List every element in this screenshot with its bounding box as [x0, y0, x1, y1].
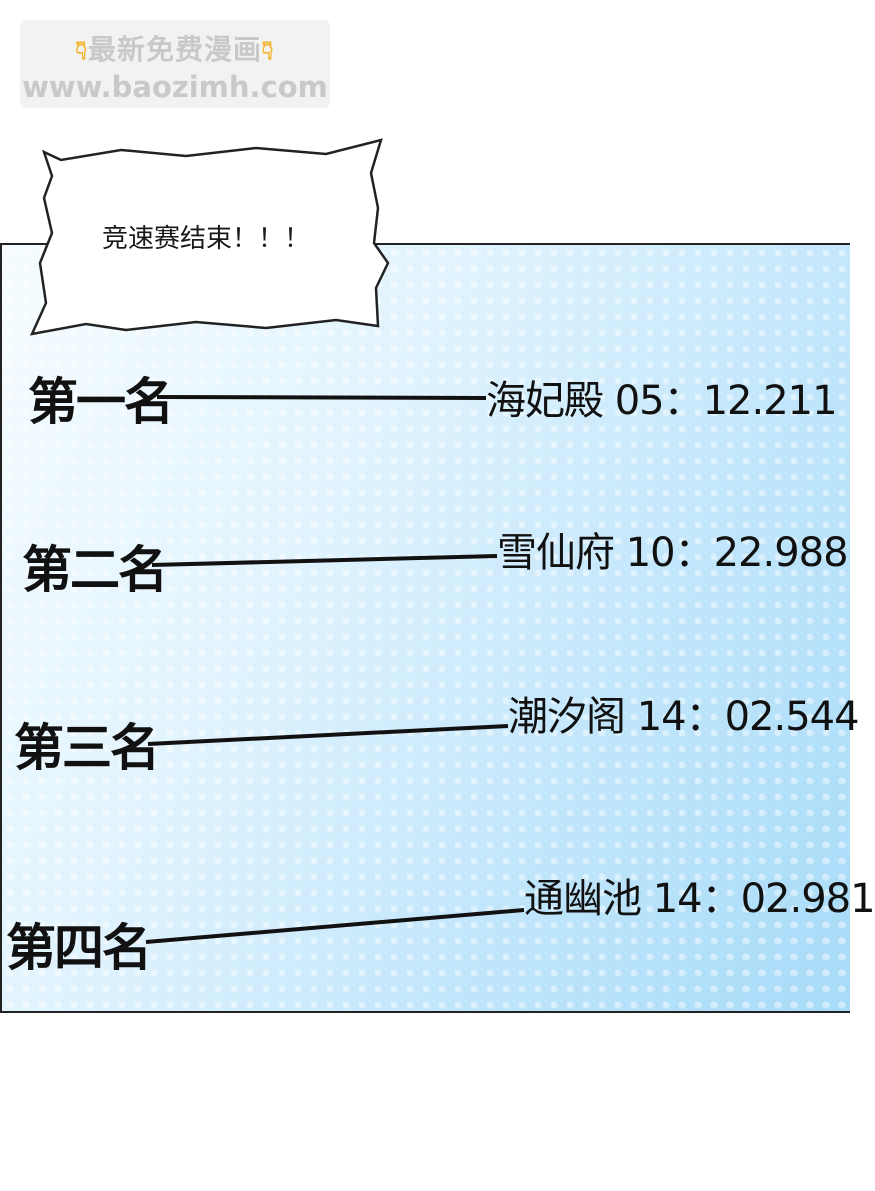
watermark-title: 最新免费漫画 [87, 33, 262, 66]
leader-line-2 [151, 554, 498, 567]
rank-2-result-wrap: 雪仙府 10：22.988 [497, 520, 849, 578]
rank-1-result-wrap: 海妃殿 05：12.211 [486, 368, 838, 426]
rank-3-label: 第三名 [14, 719, 160, 777]
rank-1-label-wrap: 第一名 [28, 362, 174, 434]
speech-bubble-shape [29, 138, 390, 336]
watermark: 👇︎最新免费漫画👇︎ www.baozimh.com [20, 20, 330, 108]
rank-4-label: 第四名 [6, 919, 152, 977]
speech-bubble-text: 竞速赛结束！！！ [101, 224, 310, 254]
rank-2-result: 雪仙府 10：22.988 [497, 530, 849, 576]
rank-4-label-wrap: 第四名 [6, 908, 152, 980]
watermark-title-row: 👇︎最新免费漫画👇︎ [20, 32, 330, 69]
rank-1-result: 海妃殿 05：12.211 [486, 378, 838, 424]
rank-3-result: 潮汐阁 14：02.544 [508, 694, 860, 740]
results-panel [0, 243, 850, 1013]
leader-lines [145, 395, 525, 944]
pointing-down-hand-icon: 👇︎ [75, 36, 88, 66]
rank-2-label-wrap: 第二名 [22, 530, 168, 602]
pointing-down-hand-icon: 👇︎ [262, 36, 275, 66]
rank-3-result-wrap: 潮汐阁 14：02.544 [508, 684, 860, 742]
rank-2-label: 第二名 [22, 541, 168, 599]
rank-3-label-wrap: 第三名 [14, 708, 160, 780]
leader-line-3 [147, 724, 509, 746]
speech-bubble: 竞速赛结束！！！ [26, 138, 394, 338]
leader-line-1 [156, 395, 487, 400]
rank-4-result-wrap: 通幽池 14：02.981 [524, 866, 875, 924]
rank-1-label: 第一名 [28, 373, 174, 431]
watermark-url: www.baozimh.com [22, 70, 328, 104]
rank-4-result: 通幽池 14：02.981 [524, 876, 875, 922]
leader-line-4 [145, 908, 525, 944]
